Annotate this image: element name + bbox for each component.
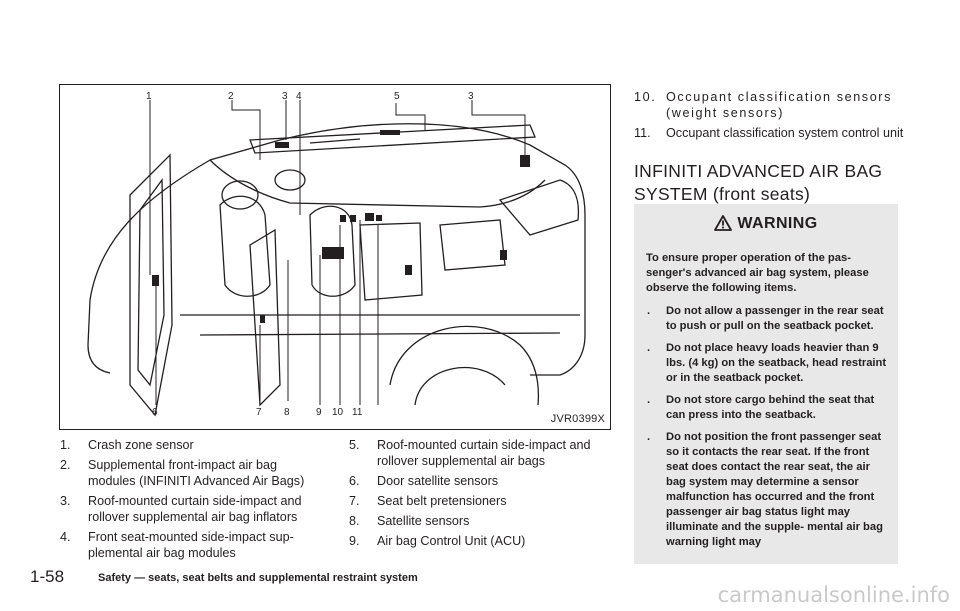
- legend-text: Seat belt pretensioners: [377, 494, 507, 508]
- legend-text: Supplemental front-impact air bag module…: [88, 458, 305, 488]
- callout-6: 6: [152, 407, 158, 418]
- legend-item: 7. Seat belt pretensioners: [349, 493, 615, 509]
- callout-7: 7: [256, 407, 262, 418]
- legend-item: 1. Crash zone sensor: [60, 437, 326, 453]
- legend-item: 3. Roof-mounted curtain side-impact and r…: [60, 493, 326, 525]
- legend-text: Front seat-mounted side-impact sup- plem…: [88, 530, 294, 560]
- legend-text: Satellite sensors: [377, 514, 470, 528]
- legend-num: 2.: [60, 458, 71, 472]
- warning-bullet: . Do not store cargo behind the seat that…: [646, 393, 892, 423]
- legend-num: 1.: [60, 438, 71, 452]
- page-number: 1-58: [30, 567, 65, 586]
- legend-item: 2. Supplemental front-impact air bag modu…: [60, 457, 326, 489]
- legend-num: 5.: [349, 438, 360, 452]
- bullet-dot: .: [647, 305, 651, 317]
- bullet-dot: .: [647, 431, 651, 443]
- legend-text: Door satellite sensors: [377, 474, 499, 488]
- legend-text: Roof-mounted curtain side-impact and rol…: [88, 494, 302, 524]
- legend-item: 4. Front seat-mounted side-impact sup- pl…: [60, 529, 326, 561]
- bullet-dot: .: [647, 394, 651, 406]
- legend-text: Crash zone sensor: [88, 438, 194, 452]
- watermark: carmanualsonline.info: [717, 583, 950, 607]
- callout-4: 4: [296, 91, 302, 102]
- warning-triangle-icon: [714, 215, 733, 236]
- legend-num: 8.: [349, 514, 360, 528]
- legend-num: 3.: [60, 494, 71, 508]
- legend-text: Roof-mounted curtain side-impact and rol…: [377, 438, 591, 468]
- legend-item: 9. Air bag Control Unit (ACU): [349, 533, 615, 549]
- footer-chapter-title: Safety — seats, seat belts and supplemen…: [98, 572, 418, 584]
- legend-num: 4.: [60, 530, 71, 544]
- legend-item: 8. Satellite sensors: [349, 513, 615, 529]
- vehicle-airbag-illustration: [87, 100, 586, 417]
- warning-bullet: . Do not position the front passenger sea…: [646, 430, 892, 550]
- callout-9: 9: [316, 407, 322, 418]
- legend-text: Air bag Control Unit (ACU): [377, 534, 526, 548]
- callout-5: 5: [394, 91, 400, 102]
- warning-title: WARNING: [737, 215, 818, 232]
- warning-bullets: . Do not allow a passenger in the rear se…: [646, 304, 892, 557]
- callout-11: 11: [352, 407, 363, 418]
- airbag-diagram-figure: 1 2 3 4 5 3 6 7 8 9 10 11 JVR0399X: [59, 84, 611, 430]
- legend-text: Occupant classification system control u…: [666, 126, 904, 140]
- callout-3b: 3: [468, 91, 474, 102]
- legend-item: 10. Occupant classification sensors (weig…: [634, 89, 904, 121]
- bullet-text: Do not store cargo behind the seat that …: [666, 394, 875, 421]
- legend-num: 11.: [634, 126, 651, 140]
- legend-middle: 5. Roof-mounted curtain side-impact and r…: [349, 437, 615, 553]
- callout-1: 1: [146, 91, 152, 102]
- callout-2: 2: [228, 91, 234, 102]
- warning-bullet: . Do not place heavy loads heavier than 9…: [646, 341, 892, 386]
- figure-code: JVR0399X: [550, 413, 605, 425]
- bullet-text: Do not place heavy loads heavier than 9 …: [666, 342, 887, 384]
- legend-num: 10.: [634, 90, 657, 104]
- legend-item: 11. Occupant classification system contro…: [634, 125, 904, 141]
- legend-item: 6. Door satellite sensors: [349, 473, 615, 489]
- bullet-text: Do not position the front passenger seat…: [666, 431, 883, 548]
- legend-num: 6.: [349, 474, 360, 488]
- legend-num: 7.: [349, 494, 360, 508]
- warning-intro: To ensure proper operation of the pas- s…: [646, 252, 869, 294]
- section-heading: INFINITI ADVANCED AIR BAG SYSTEM (front …: [634, 161, 883, 204]
- legend-right: 10. Occupant classification sensors (weig…: [634, 89, 904, 145]
- bullet-dot: .: [647, 342, 651, 354]
- callout-3: 3: [282, 91, 288, 102]
- legend-item: 5. Roof-mounted curtain side-impact and r…: [349, 437, 615, 469]
- callout-10: 10: [332, 407, 344, 418]
- legend-text: Occupant classification sensors (weight …: [666, 90, 892, 120]
- warning-title-row: WARNING: [634, 215, 898, 236]
- warning-bullet: . Do not allow a passenger in the rear se…: [646, 304, 892, 334]
- callout-8: 8: [284, 407, 290, 418]
- warning-box: WARNING To ensure proper operation of th…: [634, 204, 898, 564]
- bullet-text: Do not allow a passenger in the rear sea…: [666, 305, 884, 332]
- legend-left: 1. Crash zone sensor 2. Supplemental front…: [60, 437, 326, 565]
- legend-num: 9.: [349, 534, 360, 548]
